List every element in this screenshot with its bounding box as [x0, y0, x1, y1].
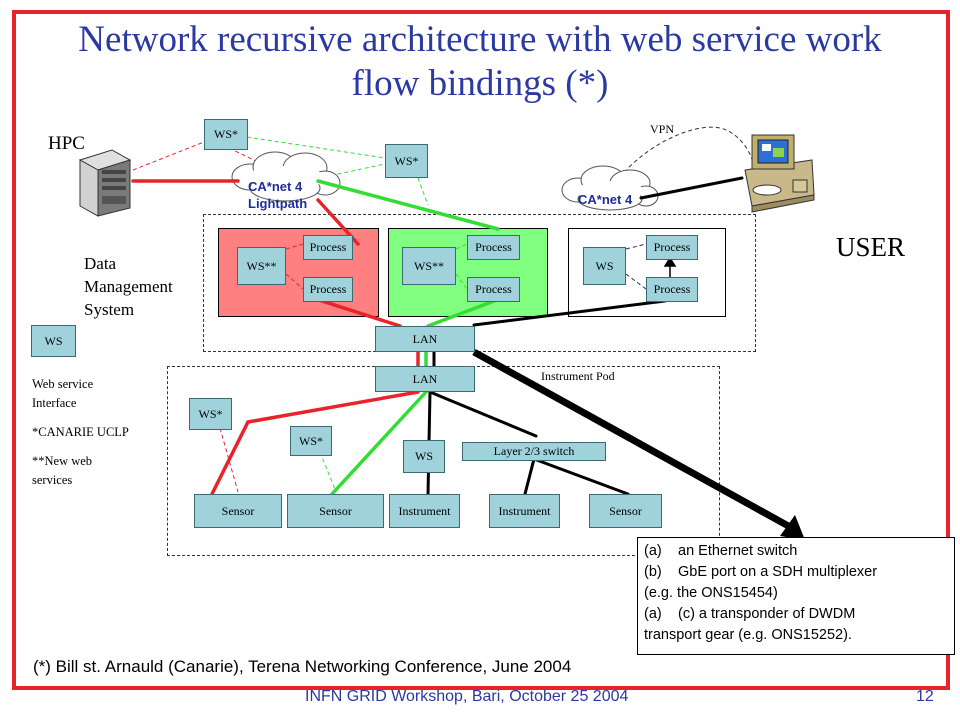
vpn-label: VPN: [650, 122, 675, 136]
ws-double-star-node: WS**: [237, 247, 286, 285]
ws-star-node: WS*: [290, 426, 332, 456]
ws-node: WS: [403, 440, 445, 473]
note-row: (e.g. the ONS15454): [644, 585, 778, 601]
footer-text: INFN GRID Workshop, Bari, October 25 200…: [305, 688, 629, 705]
lightpath-cloud-line-2: Lightpath: [248, 196, 308, 211]
process-node: Process: [303, 235, 353, 260]
note-row: (a)an Ethernet switch: [644, 543, 798, 559]
trunk-arrow: [472, 348, 805, 540]
sensor-node: Sensor: [589, 494, 662, 528]
note-row: (b)GbE port on a SDH multiplexer: [644, 564, 878, 580]
citation: (*) Bill st. Arnauld (Canarie), Terena N…: [33, 657, 572, 676]
legend-text: Web service Interface *CANARIE UCLP **Ne…: [32, 375, 129, 490]
dms-line-3: System: [84, 300, 135, 319]
ws-star-node: WS*: [385, 144, 428, 178]
lan-node: LAN: [375, 366, 475, 392]
canet-cloud-label: CA*net 4: [578, 192, 633, 207]
dms-line-2: Management: [84, 277, 173, 296]
legend-line-1: Web service: [32, 377, 94, 391]
legend-line-4: **New web: [32, 454, 93, 468]
sensor-node: Sensor: [287, 494, 384, 528]
page-number: 12: [916, 688, 934, 705]
process-node: Process: [646, 277, 698, 302]
note-row: (a)(c) a transponder of DWDM: [644, 606, 856, 622]
title-line-1: Network recursive architecture with web …: [78, 19, 882, 60]
lightpath-cloud-label: CA*net 4 Lightpath: [248, 178, 307, 212]
slide-title: Network recursive architecture with web …: [30, 18, 930, 106]
dashed-black-links: [619, 126, 755, 290]
instrument-node: Instrument: [389, 494, 460, 528]
legend-ws-box: WS: [31, 325, 76, 357]
lightpath-cloud-line-1: CA*net 4: [248, 179, 303, 194]
ws-node: WS: [583, 247, 626, 285]
lan-node: LAN: [375, 326, 475, 352]
server-tower-icon: [78, 149, 132, 217]
process-node: Process: [467, 277, 520, 302]
dms-line-1: Data: [84, 254, 117, 273]
instrument-pod-label: Instrument Pod: [541, 369, 615, 383]
instrument-node: Instrument: [489, 494, 560, 528]
legend-line-5: services: [32, 473, 73, 487]
legend-line-2: Interface: [32, 396, 77, 410]
title-line-2: flow bindings (*): [351, 63, 609, 104]
note-row: transport gear (e.g. ONS15252).: [644, 627, 852, 643]
user-label: USER: [836, 232, 906, 262]
workstation-icon: [744, 134, 815, 213]
data-management-system-label: Data Management System: [84, 252, 173, 321]
legend-line-3: *CANARIE UCLP: [32, 425, 129, 439]
layer-switch-node: Layer 2/3 switch: [462, 442, 606, 461]
hardware-note: (a)an Ethernet switch (b)GbE port on a S…: [637, 537, 955, 655]
dashed-green-links: [239, 135, 468, 493]
process-arrow: [663, 256, 677, 277]
process-node: Process: [303, 277, 353, 302]
hpc-label: HPC: [48, 133, 85, 154]
process-node: Process: [467, 235, 520, 260]
sensor-node: Sensor: [194, 494, 282, 528]
ws-double-star-node: WS**: [402, 247, 456, 285]
ws-star-node: WS*: [204, 119, 248, 150]
ws-star-node: WS*: [189, 398, 232, 430]
process-node: Process: [646, 235, 698, 260]
slide-frame: [12, 10, 950, 690]
red-lightpath: [131, 179, 420, 496]
green-lightpath: [316, 179, 500, 496]
